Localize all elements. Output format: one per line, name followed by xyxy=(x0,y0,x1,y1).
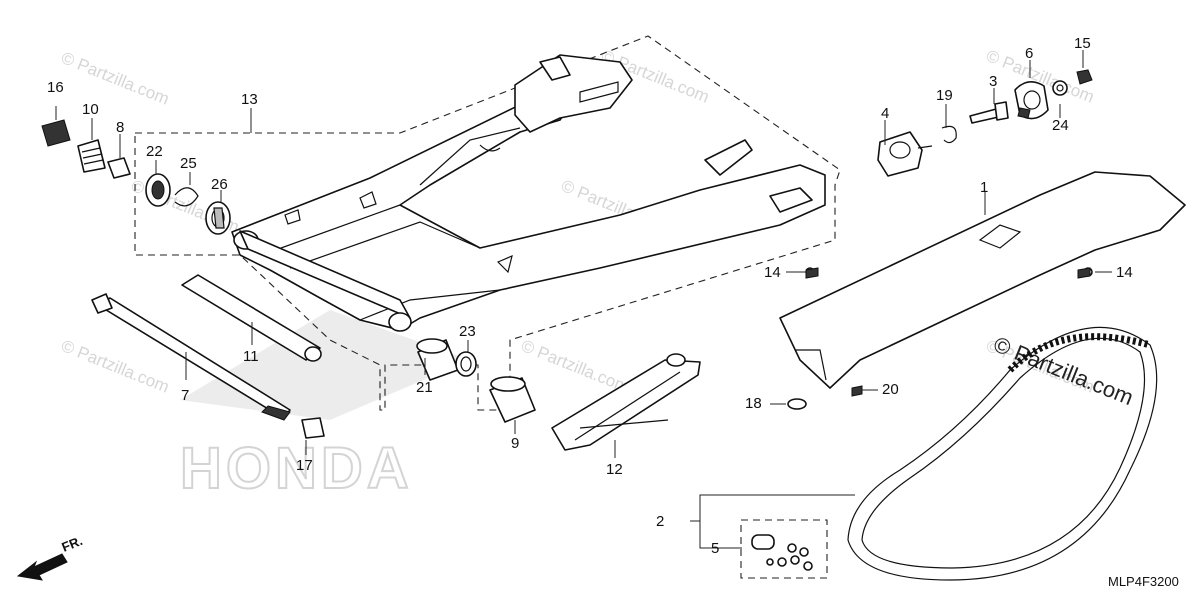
bearing-stack xyxy=(41,119,231,235)
callouts: 1 2 3 4 5 6 7 8 9 10 11 12 13 14 14 15 1… xyxy=(47,35,1133,557)
front-arrow: FR. xyxy=(16,533,85,581)
callout-5: 5 xyxy=(711,540,719,557)
callout-18: 18 xyxy=(745,395,762,412)
group-outlines xyxy=(134,35,841,579)
callout-1: 1 xyxy=(980,179,988,196)
callout-16: 16 xyxy=(47,79,64,96)
callout-8: 8 xyxy=(116,119,124,136)
adjuster-parts xyxy=(877,69,1093,177)
collars xyxy=(416,338,536,423)
callout-20: 20 xyxy=(882,381,899,398)
fasteners xyxy=(787,267,1091,410)
drive-chain xyxy=(847,326,1158,581)
callout-12: 12 xyxy=(606,461,623,478)
front-label: FR. xyxy=(60,533,85,555)
callout-24: 24 xyxy=(1052,117,1069,134)
watermark: © Partzilla.com xyxy=(59,48,172,109)
honda-logo: HONDA xyxy=(179,310,470,502)
callout-25: 25 xyxy=(180,155,197,172)
callout-21: 21 xyxy=(416,379,433,396)
callout-2: 2 xyxy=(656,513,664,530)
callout-10: 10 xyxy=(82,101,99,118)
callout-11: 11 xyxy=(243,348,259,365)
callout-26: 26 xyxy=(211,176,228,193)
callout-6: 6 xyxy=(1025,45,1033,62)
callout-14-left: 14 xyxy=(764,264,781,281)
swingarm xyxy=(231,54,826,332)
callout-19: 19 xyxy=(936,87,953,104)
callout-14-right: 14 xyxy=(1116,264,1133,281)
callout-7: 7 xyxy=(181,387,189,404)
pivot-parts xyxy=(91,274,325,439)
chain-slider xyxy=(551,353,701,451)
callout-23: 23 xyxy=(459,323,476,340)
callout-22: 22 xyxy=(146,143,163,160)
callout-4: 4 xyxy=(881,105,889,122)
leader-lines xyxy=(55,50,1112,549)
watermark: © Partzilla.com xyxy=(519,336,632,397)
diagram-code: MLP4F3200 xyxy=(1108,574,1179,589)
callout-3: 3 xyxy=(989,73,997,90)
callout-13: 13 xyxy=(241,91,258,108)
callout-17: 17 xyxy=(296,457,313,474)
honda-wordmark: HONDA xyxy=(180,436,413,501)
chain-joint xyxy=(751,534,813,571)
callout-15: 15 xyxy=(1074,35,1091,52)
callout-9: 9 xyxy=(511,435,519,452)
watermark: © Partzilla.com xyxy=(59,336,172,397)
